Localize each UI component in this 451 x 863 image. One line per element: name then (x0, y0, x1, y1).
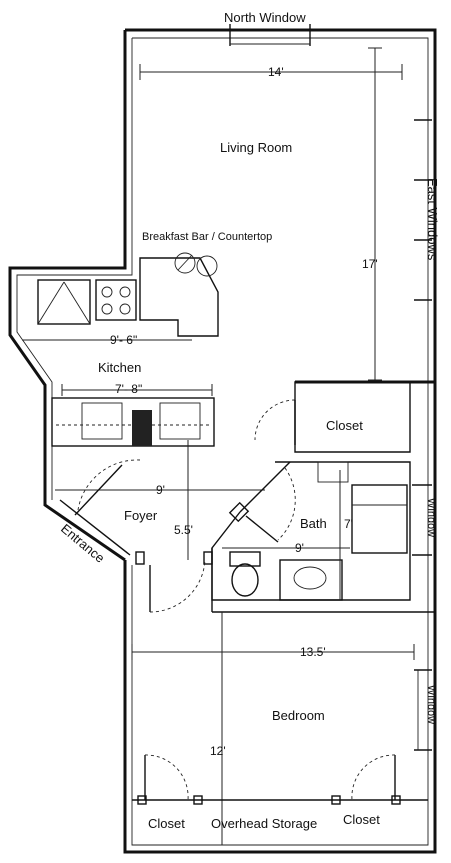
counter-width-label: 7'- 8" (115, 382, 142, 396)
bath-window-label: Window (425, 498, 437, 537)
bathtub (351, 484, 408, 554)
bath-vanity (279, 559, 343, 601)
hall-closet-label: Closet (326, 418, 363, 433)
breakfast-bar-label: Breakfast Bar / Countertop (142, 231, 272, 243)
east-window-marks (414, 119, 432, 301)
counter-width-dim (61, 384, 213, 396)
closet-door-swing (254, 399, 296, 441)
stove (95, 279, 137, 321)
east-windows-label: East Windows (425, 178, 440, 261)
right-closet-label: Closet (343, 812, 380, 827)
living-length-label: 17' (362, 257, 378, 271)
hall-closet (294, 381, 411, 453)
bedroom-door (135, 551, 213, 613)
bath-walls (211, 461, 411, 601)
linen-shelf (317, 461, 349, 483)
breakfast-bar (139, 257, 219, 337)
bath-window-marks (412, 484, 432, 556)
bar-stool-1 (174, 252, 196, 274)
dishwasher (132, 410, 152, 446)
foyer-depth-label: 5.5' (174, 523, 193, 537)
bedroom-length-label: 12' (210, 744, 226, 758)
bar-stool-2 (196, 255, 218, 277)
toilet (229, 551, 261, 597)
bedroom-width-label: 13.5' (300, 645, 326, 659)
foyer-width-label: 9' (156, 483, 165, 497)
bedroom-window-label: Window (425, 685, 437, 724)
kitchen-width-label: 9'- 6" (110, 333, 137, 347)
right-closet-doors (331, 754, 401, 805)
north-window-marks (229, 24, 311, 46)
foyer-label: Foyer (124, 508, 158, 523)
outer-wall (8, 28, 437, 854)
living-width-dim (139, 64, 403, 80)
refrigerator (37, 279, 91, 325)
living-width-label: 14' (268, 65, 284, 79)
left-closet-label: Closet (148, 816, 185, 831)
bath-depth-label: 7' (344, 517, 353, 531)
bath-label: Bath (300, 516, 327, 531)
entrance-door-swing (77, 459, 141, 511)
left-closet-doors (137, 754, 203, 805)
kitchen-label: Kitchen (98, 360, 141, 375)
bath-door-swing (277, 467, 296, 541)
north-window-label: North Window (224, 10, 306, 25)
bedroom-window-marks (414, 669, 432, 751)
living-length-dim (368, 47, 382, 381)
kitchen-counter (51, 397, 215, 447)
bedroom-width-dim (131, 644, 415, 660)
bedroom-label: Bedroom (272, 708, 325, 723)
living-room-label: Living Room (220, 140, 292, 155)
overhead-storage-label: Overhead Storage (211, 816, 317, 831)
bath-width-label: 9' (295, 541, 304, 555)
